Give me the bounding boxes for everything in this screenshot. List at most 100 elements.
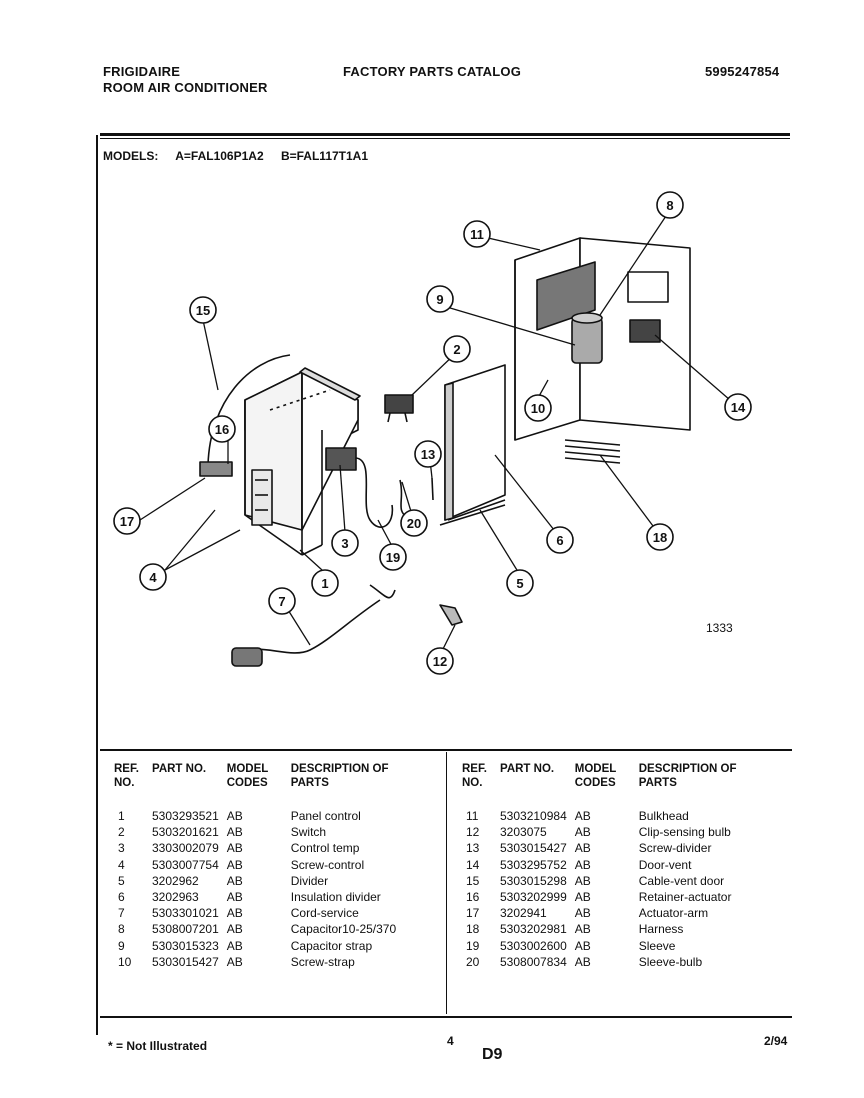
leader-lines xyxy=(139,209,731,656)
retainer-actuator-part xyxy=(199,461,233,477)
callout-4: 4 xyxy=(149,570,157,585)
ref-cell: 12 xyxy=(466,825,480,840)
table-row: 6 3202963 AB Insulation divider xyxy=(110,889,400,905)
description-cell: Retainer-actuator xyxy=(638,890,732,905)
table-bottom-rule xyxy=(100,1016,792,1018)
model-code-cell: AB xyxy=(574,938,591,953)
description-cell: Cord-service xyxy=(290,906,359,921)
part-number-cell: 3202963 xyxy=(152,890,199,905)
part-number-cell: 5303002600 xyxy=(500,938,567,953)
description-cell: Screw-divider xyxy=(638,841,712,856)
callout-12: 12 xyxy=(433,654,447,669)
capacitor-part xyxy=(571,312,603,364)
ref-cell: 4 xyxy=(118,857,125,872)
callout-9: 9 xyxy=(436,292,443,307)
model-code-cell: AB xyxy=(226,906,243,921)
control-temp-part xyxy=(325,447,394,528)
description-cell: Insulation divider xyxy=(290,890,381,905)
model-code-cell: AB xyxy=(226,938,243,953)
parts-table-right: REF. NO. PART NO. MODEL CODES DESCRIPTIO… xyxy=(458,762,743,970)
catalog-title: FACTORY PARTS CATALOG xyxy=(343,64,522,79)
description-cell: Capacitor strap xyxy=(290,938,373,953)
callout-circles xyxy=(113,191,752,675)
header-part: PART NO. xyxy=(500,763,555,775)
callout-13: 13 xyxy=(421,447,435,462)
description-cell: Control temp xyxy=(290,841,360,856)
product-name: ROOM AIR CONDITIONER xyxy=(103,80,268,95)
model-code-cell: AB xyxy=(574,825,591,840)
part-number-cell: 3202962 xyxy=(152,873,199,888)
model-code-cell: AB xyxy=(226,890,243,905)
part-number-cell: 5303202999 xyxy=(500,890,567,905)
callout-14: 14 xyxy=(731,400,746,415)
model-code-cell: AB xyxy=(226,857,243,872)
part-number-cell: 5303202981 xyxy=(500,922,567,937)
description-cell: Screw-control xyxy=(290,857,365,872)
model-code-cell: AB xyxy=(226,873,243,888)
part-number-cell: 5308007834 xyxy=(500,954,567,969)
part-number-cell: 5303295752 xyxy=(500,857,567,872)
bulkhead-part xyxy=(514,237,691,441)
description-cell: Clip-sensing bulb xyxy=(638,825,731,840)
model-code-cell: AB xyxy=(574,873,591,888)
ref-cell: 16 xyxy=(466,890,480,905)
part-number-cell: 5303007754 xyxy=(152,857,219,872)
description-cell: Capacitor10-25/370 xyxy=(290,922,397,937)
model-code-cell: AB xyxy=(574,906,591,921)
part-number-cell: 5303015323 xyxy=(152,938,219,953)
callout-18: 18 xyxy=(653,530,667,545)
not-illustrated-note: * = Not Illustrated xyxy=(108,1039,208,1053)
model-code-cell: AB xyxy=(574,954,591,969)
divider-part xyxy=(439,364,506,526)
ref-cell: 3 xyxy=(118,841,125,856)
part-number-cell: 5303015427 xyxy=(152,954,219,969)
table-row: 16 5303202999 AB Retainer-actuator xyxy=(458,889,743,905)
model-code-cell: AB xyxy=(226,841,243,856)
ref-cell: 14 xyxy=(466,857,480,872)
table-top-rule xyxy=(100,749,792,751)
brand-name: FRIGIDAIRE xyxy=(103,64,181,79)
description-cell: Screw-strap xyxy=(290,954,355,969)
section-code: D9 xyxy=(482,1046,503,1063)
model-code-cell: AB xyxy=(574,922,591,937)
ref-cell: 11 xyxy=(466,809,479,823)
part-number-cell: 5303301021 xyxy=(152,906,219,921)
part-number-cell: 5303015427 xyxy=(500,841,567,856)
catalog-number: 5995247854 xyxy=(705,64,780,79)
ref-cell: 15 xyxy=(466,873,480,888)
callout-numbers: 1 2 3 4 5 6 7 8 9 10 11 12 13 14 15 16 1… xyxy=(120,198,746,669)
table-row: 15 5303015298 AB Cable-vent door xyxy=(458,873,743,889)
ref-cell: 5 xyxy=(118,873,125,888)
parts-table-left: REF. NO. PART NO. MODEL CODES DESCRIPTIO… xyxy=(110,762,400,970)
harness-part xyxy=(564,439,621,464)
header-ref: REF. NO. xyxy=(114,763,139,789)
callout-6: 6 xyxy=(556,533,563,548)
callout-15: 15 xyxy=(196,303,210,318)
ref-cell: 20 xyxy=(466,954,480,969)
model-code-cell: AB xyxy=(574,841,591,856)
description-cell: Cable-vent door xyxy=(638,873,725,888)
callout-7: 7 xyxy=(278,594,285,609)
part-number-cell: 5303210984 xyxy=(500,809,567,823)
description-cell: Divider xyxy=(290,873,329,888)
part-number-cell: 5303201621 xyxy=(152,825,219,840)
model-code-cell: AB xyxy=(574,890,591,905)
ref-cell: 1 xyxy=(118,809,125,823)
callout-20: 20 xyxy=(407,516,421,531)
ref-cell: 6 xyxy=(118,890,125,905)
switch-part xyxy=(384,394,414,423)
left-frame-rule xyxy=(96,135,98,1035)
part-number-cell: 5303015298 xyxy=(500,873,567,888)
description-cell: Panel control xyxy=(290,809,361,823)
